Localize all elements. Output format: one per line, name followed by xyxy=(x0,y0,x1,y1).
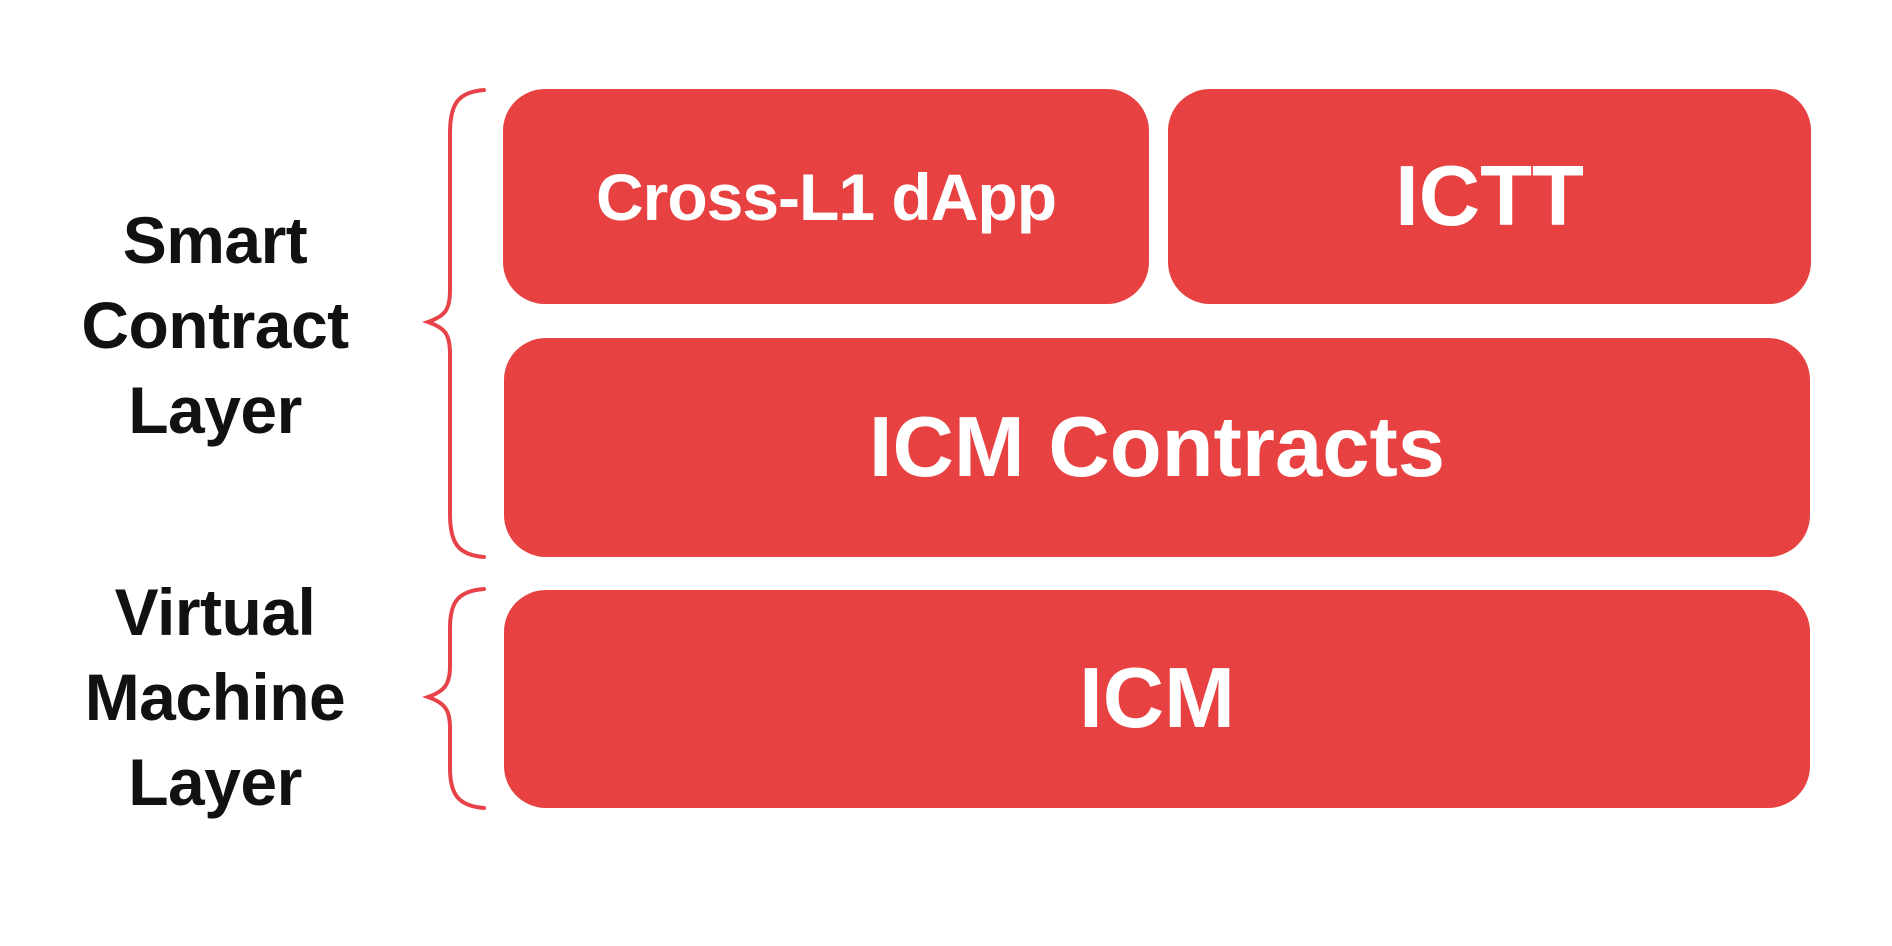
smart-contract-layer-label-line: Layer xyxy=(128,373,302,447)
virtual-machine-layer-label-line: Layer xyxy=(128,745,302,819)
smart-contract-brace-icon xyxy=(421,88,486,559)
smart-contract-layer-label-line: Smart xyxy=(122,203,308,277)
virtual-machine-layer-label-line: Virtual xyxy=(114,575,316,649)
box-icm-contracts: ICM Contracts xyxy=(504,338,1810,557)
smart-contract-layer-label: Smart Contract Layer xyxy=(15,198,415,453)
virtual-machine-layer-label-line: Machine xyxy=(84,660,346,734)
virtual-machine-layer-label: Virtual Machine Layer xyxy=(15,570,415,825)
box-ictt: ICTT xyxy=(1168,89,1811,304)
box-icm-label: ICM xyxy=(1079,651,1235,746)
box-ictt-label: ICTT xyxy=(1395,148,1584,244)
box-icm-contracts-label: ICM Contracts xyxy=(868,399,1446,495)
box-cross-l1-dapp-label: Cross-L1 dApp xyxy=(595,159,1057,234)
smart-contract-layer-label-line: Contract xyxy=(81,288,349,362)
box-cross-l1-dapp: Cross-L1 dApp xyxy=(503,89,1149,304)
virtual-machine-brace-icon xyxy=(421,587,486,810)
box-icm: ICM xyxy=(504,590,1810,808)
